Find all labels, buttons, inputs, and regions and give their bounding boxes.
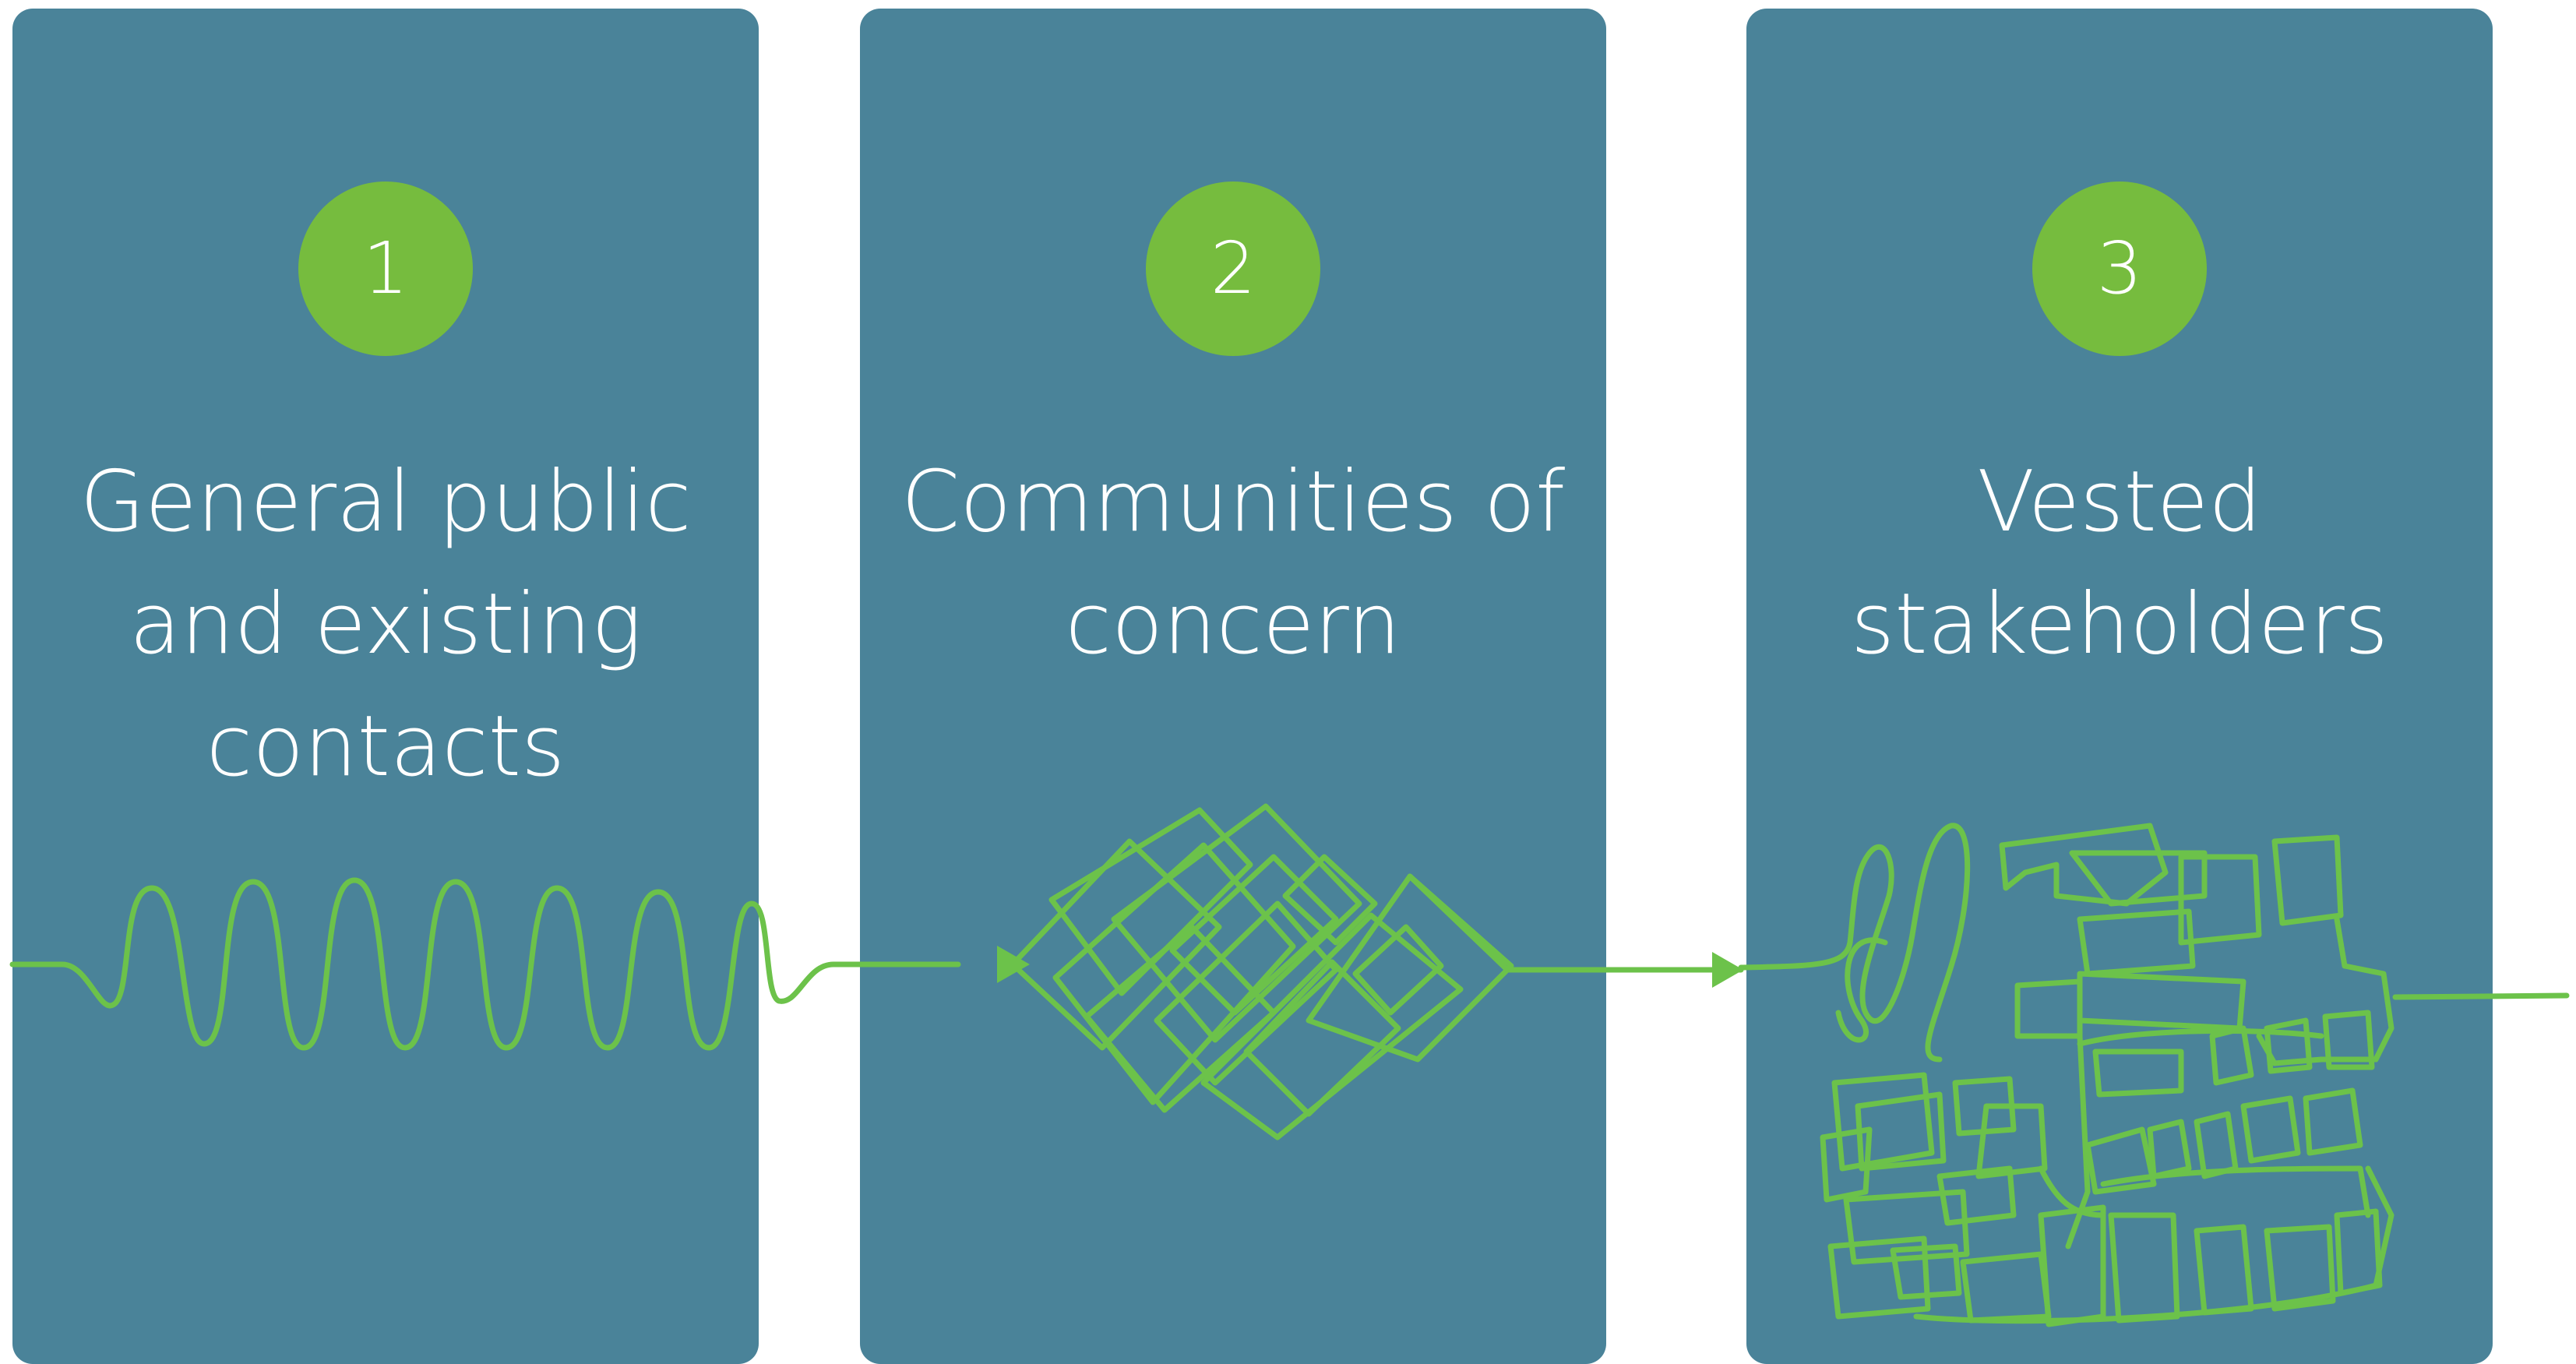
- wave-line: [9, 877, 961, 1051]
- step-label-3: Vested stakeholders: [1850, 453, 2389, 673]
- arrow-1: [997, 946, 1030, 983]
- arrowheads: [997, 946, 1743, 988]
- arrow-2: [1712, 952, 1743, 988]
- step-label-2: Communities of concern: [900, 453, 1566, 673]
- connector-2-3: [1407, 873, 1744, 973]
- tangle-diamonds: [1010, 803, 1514, 1140]
- step-panel-1: 1 General public and existing contacts: [12, 9, 759, 1364]
- scribble-squares: [1738, 823, 2570, 1327]
- step-panel-2: 2 Communities of concern: [860, 9, 1606, 1364]
- step-label-1: General public and existing contacts: [79, 453, 692, 795]
- step-number-badge-3: 3: [2032, 182, 2207, 356]
- step-number-badge-1: 1: [298, 182, 473, 356]
- step-number-badge-2: 2: [1146, 182, 1320, 356]
